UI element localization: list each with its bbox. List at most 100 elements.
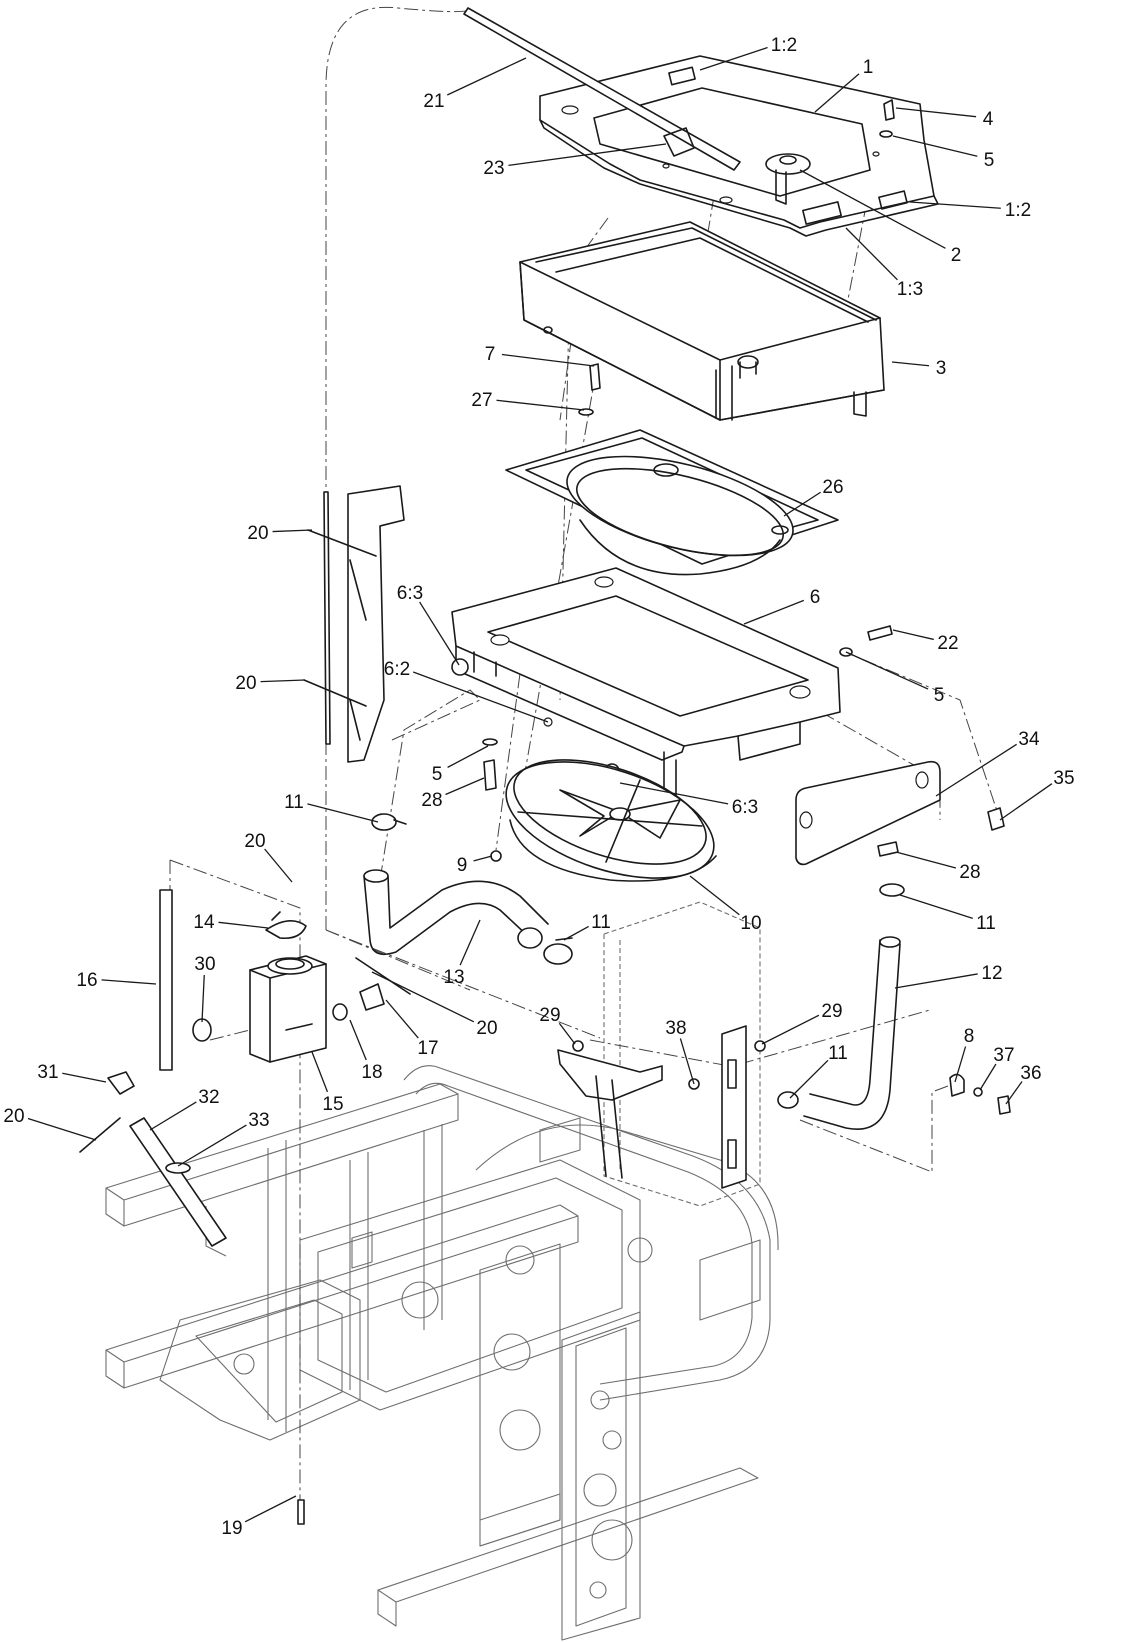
callout-leader	[412, 671, 549, 723]
callout-leader	[699, 46, 768, 71]
callout-5b: 5	[845, 651, 944, 706]
callout-19: 19	[221, 1495, 297, 1539]
callout-label: 17	[417, 1038, 438, 1059]
callout-leader	[743, 599, 805, 625]
callout-label: 38	[665, 1018, 686, 1039]
callout-6-3b: 6:3	[619, 782, 758, 818]
part-16-tube	[159, 889, 173, 1071]
callout-label: 15	[322, 1094, 343, 1115]
callout-label: 1:2	[1005, 200, 1031, 221]
part-11-clamp-c	[879, 883, 905, 897]
part-33-clamp	[165, 1162, 191, 1174]
callout-label: 19	[221, 1518, 242, 1539]
callout-leader	[954, 1046, 967, 1083]
callout-label: 27	[471, 390, 492, 411]
part-28-bolt-right	[877, 841, 899, 857]
callout-leader	[447, 745, 489, 768]
callout-label: 1	[863, 57, 874, 78]
callout-leader	[27, 1117, 97, 1141]
part-9-nut	[490, 850, 502, 862]
callout-leader	[149, 1101, 197, 1131]
part-11-clamp-a	[371, 813, 407, 831]
callout-label: 37	[993, 1045, 1014, 1066]
callout-leader	[689, 875, 740, 916]
callout-9: 9	[457, 855, 493, 876]
callout-label: 5	[984, 150, 995, 171]
callout-label: 35	[1053, 768, 1074, 789]
callout-label: 11	[591, 912, 611, 933]
part-bracket-right	[688, 1025, 766, 1189]
callout-label: 12	[981, 963, 1002, 984]
callout-leader	[845, 227, 898, 281]
part-7-bolt	[578, 363, 601, 416]
callout-leader	[1005, 1081, 1023, 1105]
callout-36: 36	[1005, 1063, 1042, 1105]
callout-leader	[260, 679, 306, 683]
callout-label: 6:2	[384, 659, 410, 680]
callout-38: 38	[665, 1018, 695, 1085]
callout-leader	[177, 1124, 247, 1167]
part-8-clip	[949, 1073, 1011, 1115]
callout-label: 9	[457, 855, 468, 876]
callout-label: 6:3	[732, 797, 758, 818]
callout-1-2b: 1:2	[909, 200, 1031, 221]
callout-5a: 5	[892, 135, 995, 171]
callout-29b: 29	[761, 1001, 843, 1045]
callout-label: 18	[361, 1062, 382, 1083]
callout-leader	[508, 143, 667, 167]
callout-leader	[501, 353, 595, 367]
callout-label: 8	[964, 1026, 975, 1047]
callout-label: 20	[3, 1106, 24, 1127]
callout-leader	[244, 1495, 297, 1523]
callout-32: 32	[149, 1087, 220, 1131]
part-6-support-frame	[451, 567, 841, 809]
callout-leader	[789, 1059, 829, 1099]
callout-leader	[385, 999, 419, 1039]
part-3-cooler-box	[519, 221, 885, 421]
callout-4: 4	[895, 107, 994, 130]
part-13-hose	[363, 869, 549, 956]
callout-2: 2	[799, 169, 961, 266]
part-1-top-cover	[539, 55, 939, 237]
assembly-phantom-lines	[169, 6, 1001, 1500]
callout-leader	[272, 529, 313, 533]
callout-leader	[845, 651, 929, 690]
callout-leader	[446, 57, 527, 96]
callout-leader	[895, 107, 977, 118]
callout-label: 6	[810, 587, 821, 608]
part-21-rod	[463, 7, 741, 171]
callout-leader	[909, 201, 1001, 209]
part-10-fan	[505, 759, 717, 882]
callout-20c: 20	[244, 831, 293, 883]
callout-leader	[679, 1038, 695, 1085]
part-34-plate	[795, 760, 941, 866]
callout-leader	[558, 1022, 576, 1045]
callout-35: 35	[999, 768, 1075, 821]
callout-34: 34	[935, 729, 1040, 797]
callout-label: 10	[740, 913, 761, 934]
callout-leader	[899, 894, 973, 920]
callout-label: 28	[421, 790, 442, 811]
callout-7: 7	[485, 344, 595, 367]
callout-11d: 11	[789, 1043, 848, 1099]
callout-20d: 20	[371, 971, 498, 1039]
callout-20e: 20	[3, 1106, 97, 1141]
callout-label: 33	[248, 1110, 269, 1131]
callout-label: 20	[235, 673, 256, 694]
callout-label: 6:3	[397, 583, 423, 604]
callout-label: 5	[432, 764, 443, 785]
callout-label: 23	[483, 158, 504, 179]
callout-1: 1	[814, 57, 874, 113]
callout-27: 27	[471, 390, 585, 411]
callout-label: 11	[284, 792, 304, 813]
callout-label: 20	[476, 1018, 497, 1039]
callout-label: 11	[976, 913, 996, 934]
callout-21: 21	[423, 57, 527, 112]
callout-leader	[459, 919, 481, 966]
part-17-fitting	[355, 957, 411, 1011]
callout-leader	[62, 1072, 107, 1083]
callout-28b: 28	[895, 851, 981, 883]
callout-leader	[619, 782, 729, 805]
callout-label: 14	[193, 912, 215, 933]
